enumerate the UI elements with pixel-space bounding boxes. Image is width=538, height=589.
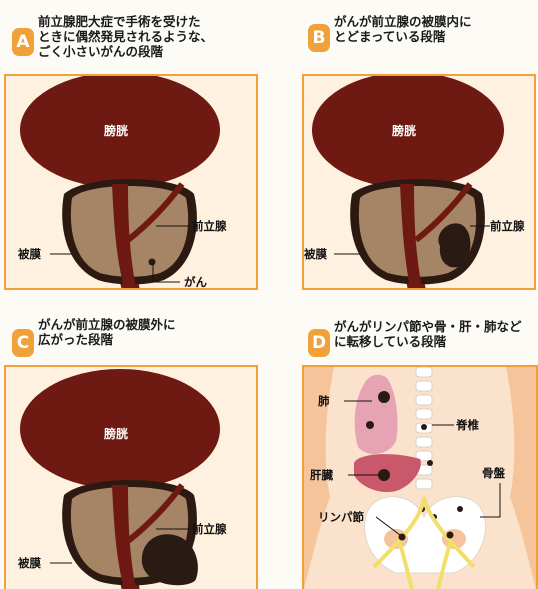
capsule-label-b: 被膜 — [304, 246, 327, 262]
stage-a-badge: A — [12, 28, 34, 56]
bladder-label-c: 膀胱 — [104, 425, 128, 442]
diagram-b-frame: 膀胱 前立腺 被膜 — [302, 74, 536, 290]
bladder-label-a: 膀胱 — [104, 122, 128, 139]
spine-label: 脊椎 — [456, 417, 479, 433]
panel-b: B がんが前立腺の被膜内に とどまっている段階 膀胱 前立腺 被膜 — [270, 0, 538, 300]
stage-d-badge: D — [308, 329, 330, 357]
panel-a: A 前立腺肥大症で手術を受けた ときに偶然発見されるような、 ごく小さいがんの段… — [0, 0, 260, 300]
panel-c: C がんが前立腺の被膜外に 広がった段階 膀胱 前立腺 被膜 — [0, 305, 260, 587]
prostate-label-c: 前立腺 — [192, 521, 227, 537]
panel-d: D がんがリンパ節や骨・肝・肺など に転移している段階 — [270, 305, 538, 587]
prostate-label-b: 前立腺 — [490, 218, 525, 234]
stage-a-caption: 前立腺肥大症で手術を受けた ときに偶然発見されるような、 ごく小さいがんの段階 — [38, 14, 213, 59]
diagram-c-frame: 膀胱 前立腺 被膜 — [4, 365, 258, 589]
lymph-label: リンパ節 — [318, 509, 364, 525]
prostate-label-a: 前立腺 — [192, 218, 227, 234]
stage-b-badge: B — [308, 24, 330, 52]
capsule-label-c: 被膜 — [18, 555, 41, 571]
diagram-d-frame: 肺 脊椎 肝臓 骨盤 リンパ節 — [302, 365, 538, 589]
prostate-diagram-b — [304, 76, 534, 288]
prostate-diagram-a — [6, 76, 256, 288]
capsule-label-a: 被膜 — [18, 246, 41, 262]
diagram-a-frame: 膀胱 前立腺 被膜 がん — [4, 74, 258, 290]
stage-c-caption: がんが前立腺の被膜外に 広がった段階 — [38, 317, 176, 347]
prostate-diagram-c — [6, 367, 256, 589]
liver-label: 肝臓 — [310, 467, 333, 483]
stage-d-caption: がんがリンパ節や骨・肝・肺など に転移している段階 — [334, 319, 522, 349]
tumor-dot — [149, 259, 156, 266]
lung-label: 肺 — [318, 393, 330, 409]
stage-b-caption: がんが前立腺の被膜内に とどまっている段階 — [334, 14, 472, 44]
tumor-shape — [438, 223, 470, 267]
bladder-label-b: 膀胱 — [392, 122, 416, 139]
stage-c-badge: C — [12, 329, 34, 357]
cancer-label-a: がん — [184, 274, 207, 290]
pelvis-label: 骨盤 — [482, 465, 505, 481]
